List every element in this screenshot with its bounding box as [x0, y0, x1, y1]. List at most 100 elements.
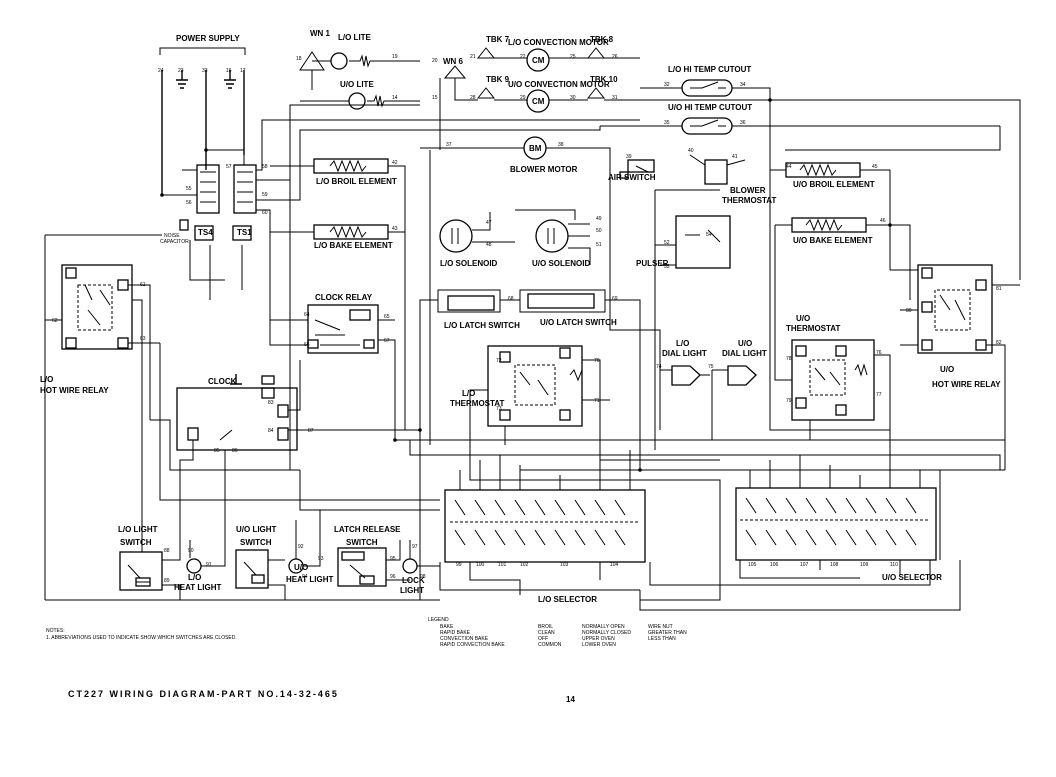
uo-latch-switch-label: U/O LATCH SWITCH: [540, 318, 617, 327]
wire-number: 87: [308, 428, 314, 434]
legend-bake: BAKE: [440, 624, 454, 630]
uo-dial-light-label-2: DIAL LIGHT: [722, 349, 767, 358]
uo-hi-temp-cutout-label: U/O HI TEMP CUTOUT: [668, 103, 752, 112]
lo-thermostat-label-2: THERMOSTAT: [450, 399, 504, 408]
legend-lower-oven: LOWER OVEN: [582, 642, 616, 648]
lo-light-switch-label-2: SWITCH: [120, 538, 152, 547]
wire-number: 109: [860, 562, 869, 568]
wire-number: 92: [298, 544, 304, 550]
wire-number: 34: [740, 82, 746, 88]
wire-number: 55: [186, 186, 192, 192]
wire-number: 18: [296, 56, 302, 62]
wire-number: 37: [446, 142, 452, 148]
lo-broil-element: L/O BROIL ELEMENT: [270, 158, 406, 210]
notes-heading: NOTES:: [46, 628, 65, 634]
wire-number: 59: [262, 192, 268, 198]
cm-label-1: CM: [532, 56, 545, 65]
wire-number: 16: [226, 68, 232, 74]
lo-lite: L/O LITE WN 1: [299, 29, 420, 90]
blower-thermostat-label-1: BLOWER: [730, 186, 766, 195]
wire-number: 108: [830, 562, 839, 568]
wire-number: 73: [496, 406, 502, 412]
uo-thermostat: U/O THERMOSTAT: [774, 225, 891, 450]
uo-light-switch-label-1: U/O LIGHT: [236, 525, 277, 534]
wire-number: 94: [302, 574, 308, 580]
lo-thermostat: L/O THERMOSTAT: [450, 345, 610, 450]
wire-number: 60: [262, 210, 268, 216]
wire-number: 75: [708, 364, 714, 370]
legend: LEGEND BAKE RAPID BAKE CONVECTION BAKE R…: [428, 617, 687, 648]
latch-switches: L/O LATCH SWITCH U/O LATCH SWITCH: [419, 289, 641, 430]
uo-broil-element: U/O BROIL ELEMENT: [770, 162, 890, 189]
wire-number: 14: [392, 95, 398, 101]
blower-motor: BM BLOWER MOTOR: [420, 136, 611, 174]
wire-number: 36: [740, 120, 746, 126]
legend-normally-open: NORMALLY OPEN: [582, 624, 625, 630]
latch-release-switch: LATCH RELEASE SWITCH: [334, 525, 410, 587]
latch-release-switch-label-1: LATCH RELEASE: [334, 525, 401, 534]
lo-light-switch-label-1: L/O LIGHT: [118, 525, 158, 534]
wire-number: 28: [470, 95, 476, 101]
legend-broil: BROIL: [538, 624, 553, 630]
wire-number: 69: [612, 296, 618, 302]
lock-light-label-2: LIGHT: [400, 586, 424, 595]
wire-number: 84: [268, 428, 274, 434]
lo-hot-wire-relay-label-1: L/O: [40, 375, 53, 384]
uo-solenoid-label: U/O SOLENOID: [532, 259, 590, 268]
legend-greater-than: GREATER THAN: [648, 630, 687, 636]
uo-light-switch: U/O LIGHT SWITCH: [235, 525, 420, 601]
uo-heat-light-label-2: HEAT LIGHT: [286, 575, 334, 584]
lo-dial-light-label-1: L/O: [676, 339, 689, 348]
wire-number: 49: [596, 216, 602, 222]
wire-number: 42: [392, 160, 398, 166]
wire-number: 89: [164, 578, 170, 584]
wire-number: 22: [520, 54, 526, 60]
clock-label: CLOCK: [208, 377, 237, 386]
blower-thermostat-label-2: THERMOSTAT: [722, 196, 776, 205]
legend-rapid-convection-bake: RAPID CONVECTION BAKE: [440, 642, 505, 648]
wire-number: 47: [486, 220, 492, 226]
wire-number: 72: [496, 358, 502, 364]
wire-number: 103: [560, 562, 569, 568]
wire-number: 91: [206, 562, 212, 568]
uo-heat-light: U/O HEAT LIGHT: [286, 510, 334, 584]
wn1-label: WN 1: [310, 29, 331, 38]
clock-relay: CLOCK RELAY: [269, 265, 396, 420]
wire-number: 88: [164, 548, 170, 554]
dial-lights: L/O DIAL LIGHT U/O DIAL LIGHT: [659, 339, 767, 440]
clock-relay-label: CLOCK RELAY: [315, 293, 373, 302]
wire-number: 15: [432, 95, 438, 101]
legend-upper-oven: UPPER OVEN: [582, 636, 615, 642]
notes: NOTES: 1. ABBREVIATIONS USED TO INDICATE…: [46, 628, 237, 641]
wire-number: 58: [262, 164, 268, 170]
wire-number: 82: [996, 340, 1002, 346]
air-switch-label: AIR SWITCH: [608, 173, 656, 182]
noise-capacitor-label-2: CAPACITOR: [160, 239, 189, 245]
lo-hi-temp-cutout-label: L/O HI TEMP CUTOUT: [668, 65, 751, 74]
notes-line-1: 1. ABBREVIATIONS USED TO INDICATE SHOW W…: [46, 635, 237, 641]
wire-number: 30: [570, 95, 576, 101]
lo-heat-light-label-1: L/O: [188, 573, 201, 582]
wire-number: 85: [214, 448, 220, 454]
wire-number: 38: [558, 142, 564, 148]
wire-number: 97: [412, 544, 418, 550]
legend-normally-closed: NORMALLY CLOSED: [582, 630, 631, 636]
wire-number: 96: [390, 574, 396, 580]
uo-dial-light-label-1: U/O: [738, 339, 752, 348]
wire-number: 74: [656, 364, 662, 370]
wire-number: 106: [770, 562, 779, 568]
wire-number: 70: [594, 358, 600, 364]
wire-number: 23: [178, 68, 184, 74]
cm-label-2: CM: [532, 97, 545, 106]
lo-bake-element-label: L/O BAKE ELEMENT: [314, 241, 393, 250]
noise-capacitor-label-1: NOISE: [164, 233, 180, 239]
wire-number: 46: [880, 218, 886, 224]
wire-number: 39: [626, 154, 632, 160]
wire-number: 79: [786, 398, 792, 404]
uo-light-switch-label-2: SWITCH: [240, 538, 272, 547]
uo-selector-label: U/O SELECTOR: [882, 573, 942, 582]
lo-hot-wire-relay-label-2: HOT WIRE RELAY: [40, 386, 109, 395]
wire-number: 110: [890, 562, 898, 568]
legend-off: OFF: [538, 636, 548, 642]
